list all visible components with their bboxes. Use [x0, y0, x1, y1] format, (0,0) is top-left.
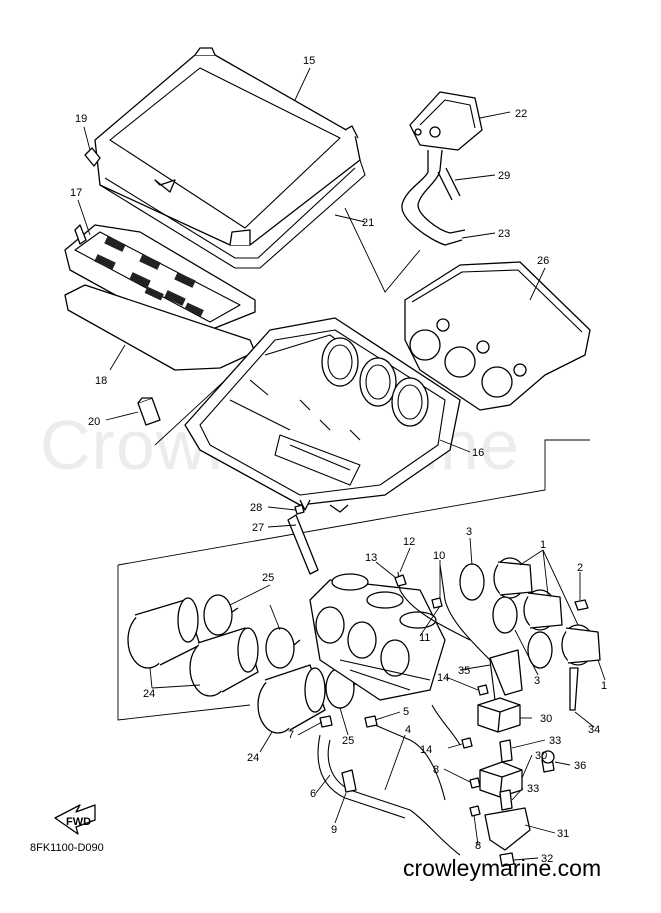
callout-35: 35: [458, 665, 470, 677]
callout-18: 18: [95, 375, 107, 387]
callout-11: 11: [419, 632, 430, 644]
callout-5: 5: [403, 706, 409, 718]
callout-3-lower: 3: [534, 675, 540, 687]
callout-22: 22: [515, 108, 527, 120]
callout-26: 26: [537, 255, 549, 267]
callout-24-left: 24: [143, 688, 155, 700]
drain-hose: [287, 504, 319, 575]
callout-24-lower: 24: [247, 752, 259, 764]
callout-6: 6: [310, 788, 316, 800]
callout-14-upper: 14: [437, 672, 449, 684]
pipes-and-bracket: [484, 739, 555, 867]
callout-34: 34: [588, 724, 600, 736]
callout-16: 16: [472, 447, 484, 459]
small-pad: [137, 397, 161, 426]
air-cleaner-cover: [84, 47, 361, 246]
element-plate: [64, 284, 256, 371]
callout-10: 10: [433, 550, 445, 562]
fwd-arrow-icon: [54, 804, 96, 835]
diagram-code: 8FK1100-D090: [30, 842, 104, 854]
callout-31: 31: [557, 828, 569, 840]
callout-30-lower: 30: [535, 750, 547, 762]
callout-14-lower: 14: [420, 744, 432, 756]
callout-8-lower: 8: [475, 840, 481, 852]
breather-cover: [409, 91, 483, 151]
callout-36: 36: [574, 760, 586, 772]
leader-lines: [77, 67, 606, 861]
callout-4: 4: [405, 724, 411, 736]
callout-15: 15: [303, 55, 315, 67]
air-cleaner-case: [184, 317, 461, 513]
callout-12: 12: [403, 536, 415, 548]
callout-28: 28: [250, 502, 262, 514]
callout-25-top: 25: [262, 572, 274, 584]
fwd-label: FWD: [66, 816, 91, 828]
callout-32: 32: [541, 853, 553, 865]
callout-3-top: 3: [466, 526, 472, 538]
callout-21: 21: [362, 217, 374, 229]
site-name[interactable]: crowleymarine.com: [403, 855, 602, 881]
callout-8-upper: 8: [433, 764, 439, 776]
callout-1-top: 1: [540, 539, 546, 551]
callout-13: 13: [365, 552, 377, 564]
callout-23: 23: [498, 228, 510, 240]
callout-labels: 15 19 17 18 20 21 22 29 23 26 16 28 27 1…: [70, 55, 607, 865]
callout-7: 7: [288, 729, 294, 741]
callout-30-upper: 30: [540, 713, 552, 725]
callout-33-lower: 33: [527, 783, 539, 795]
carburetor-joints: [459, 557, 601, 711]
callout-33-upper: 33: [549, 735, 561, 747]
vacuum-hoses: [317, 564, 496, 856]
callout-17: 17: [70, 187, 82, 199]
callout-1-lower: 1: [601, 680, 607, 692]
solenoid-valves: [477, 649, 523, 798]
small-fittings: [319, 574, 489, 817]
callout-20: 20: [88, 416, 100, 428]
callout-9: 9: [331, 824, 337, 836]
intake-funnels: [127, 597, 326, 734]
callout-27: 27: [252, 522, 264, 534]
breather-hose: [401, 149, 466, 246]
throttle-body-assembly: [309, 573, 446, 701]
callout-29: 29: [498, 170, 510, 182]
cover-gasket: [99, 159, 366, 269]
air-filter-element: [64, 224, 256, 331]
callout-2: 2: [577, 562, 583, 574]
callout-19: 19: [75, 113, 87, 125]
callout-25-lower: 25: [342, 735, 354, 747]
case-gasket: [404, 261, 591, 411]
